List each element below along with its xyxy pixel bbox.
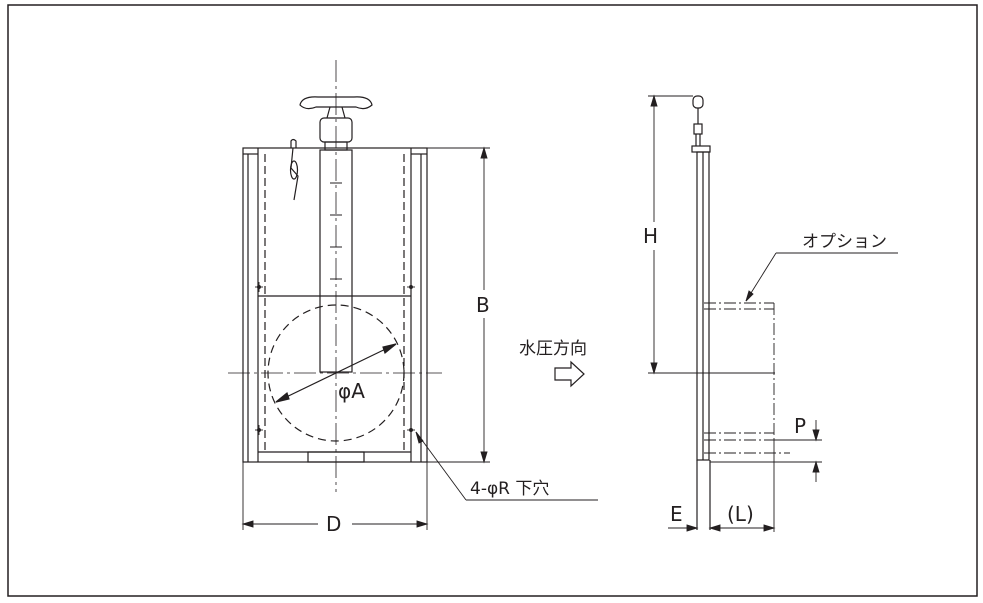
dim-e-label: E [670, 502, 683, 526]
side-handle-icon [692, 95, 704, 146]
dim-p-line [710, 420, 822, 482]
front-view [228, 60, 598, 530]
option-attachment-outline [704, 302, 790, 454]
lock-pin-icon [289, 138, 299, 201]
direction-arrow-icon [554, 360, 585, 388]
dim-p-label: P [794, 414, 806, 438]
mounting-holes [255, 282, 415, 435]
dim-l-label: (L) [727, 502, 754, 526]
dim-h-label: H [643, 224, 658, 248]
gate-stem [319, 149, 353, 373]
dim-b-label: B [476, 293, 490, 317]
dim-d-label: D [326, 512, 341, 536]
holes-label: 4-φR 下穴 [470, 479, 549, 499]
dim-h-line [648, 94, 775, 375]
opening-circle [267, 304, 405, 442]
side-view [648, 94, 898, 532]
diameter-a-arrow [275, 343, 397, 403]
drawing-frame [7, 4, 978, 597]
dim-a-label: φA [338, 379, 365, 403]
dim-b-line [427, 146, 490, 464]
option-leader [745, 252, 898, 302]
dim-d-line [241, 462, 429, 530]
holes-leader [415, 431, 598, 501]
dim-e-l-line [668, 440, 776, 532]
stem-scale-marks [330, 182, 342, 280]
option-label: オプション [802, 232, 887, 252]
water-direction-label: 水圧方向 [519, 339, 587, 359]
